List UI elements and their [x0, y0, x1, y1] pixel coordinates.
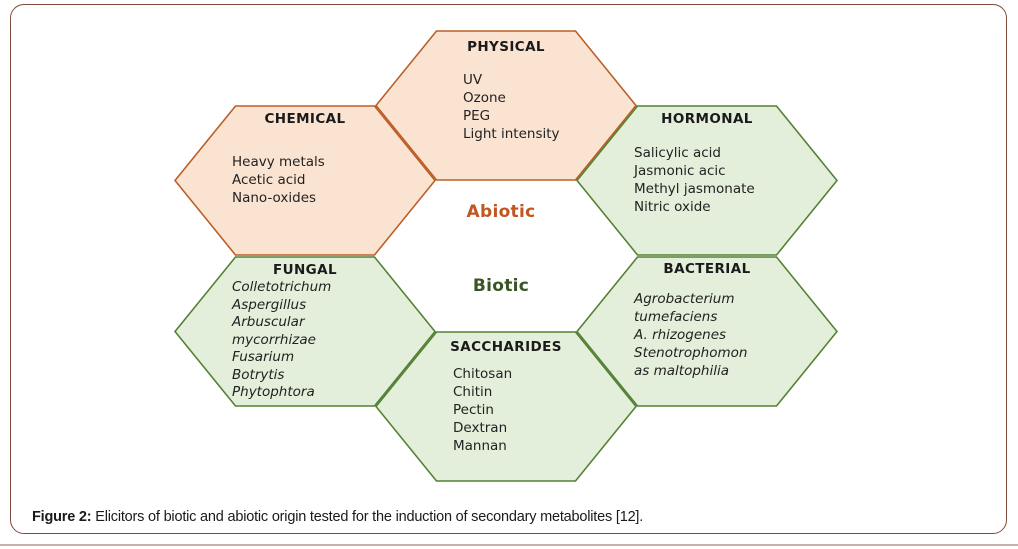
hexagon-fungal-items: Colletotrichum Aspergillus Arbuscular my… — [232, 279, 332, 400]
hexagon-saccharides-items: Chitosan Chitin Pectin Dextran Mannan — [453, 366, 513, 454]
hexagon-shape — [174, 105, 436, 256]
hexagon-shape — [375, 331, 637, 482]
hexagon-physical: PHYSICAL UV Ozone PEG Light intensity — [375, 30, 637, 181]
hexagon-fungal-title: FUNGAL — [272, 262, 337, 278]
hexagon-physical-title: PHYSICAL — [467, 39, 545, 55]
hexagon-bacterial: BACTERIAL Agrobacterium tumefaciens A. r… — [576, 256, 838, 407]
hexagon-hormonal-title: HORMONAL — [661, 111, 753, 127]
abiotic-label: Abiotic — [466, 202, 536, 222]
figure-caption-text: Elicitors of biotic and abiotic origin t… — [91, 509, 644, 525]
bottom-divider — [0, 544, 1018, 546]
hexagon-saccharides: SACCHARIDES Chitosan Chitin Pectin Dextr… — [375, 331, 637, 482]
hexagon-chemical: CHEMICAL Heavy metals Acetic acid Nano-o… — [174, 105, 436, 256]
hexagon-shape — [174, 256, 436, 407]
hexagon-chemical-items: Heavy metals Acetic acid Nano-oxides — [232, 154, 325, 206]
hexagon-physical-items: UV Ozone PEG Light intensity — [463, 72, 560, 142]
hexagon-chemical-title: CHEMICAL — [264, 111, 346, 127]
figure-caption: Figure 2: Elicitors of biotic and abioti… — [32, 509, 982, 525]
hexagon-shape — [375, 30, 637, 181]
biotic-label: Biotic — [472, 276, 530, 296]
hexagon-hormonal-items: Salicylic acid Jasmonic acic Methyl jasm… — [634, 145, 755, 215]
hexagon-fungal: FUNGAL Colletotrichum Aspergillus Arbusc… — [174, 256, 436, 407]
figure-caption-label: Figure 2: — [32, 509, 92, 525]
hexagon-bacterial-items: Agrobacterium tumefaciens A. rhizogenes … — [634, 291, 748, 379]
hexagon-bacterial-title: BACTERIAL — [663, 261, 751, 277]
hexagon-hormonal: HORMONAL Salicylic acid Jasmonic acic Me… — [576, 105, 838, 256]
hexagon-shape — [576, 105, 838, 256]
hexagon-saccharides-title: SACCHARIDES — [450, 339, 562, 355]
hexagon-shape — [576, 256, 838, 407]
